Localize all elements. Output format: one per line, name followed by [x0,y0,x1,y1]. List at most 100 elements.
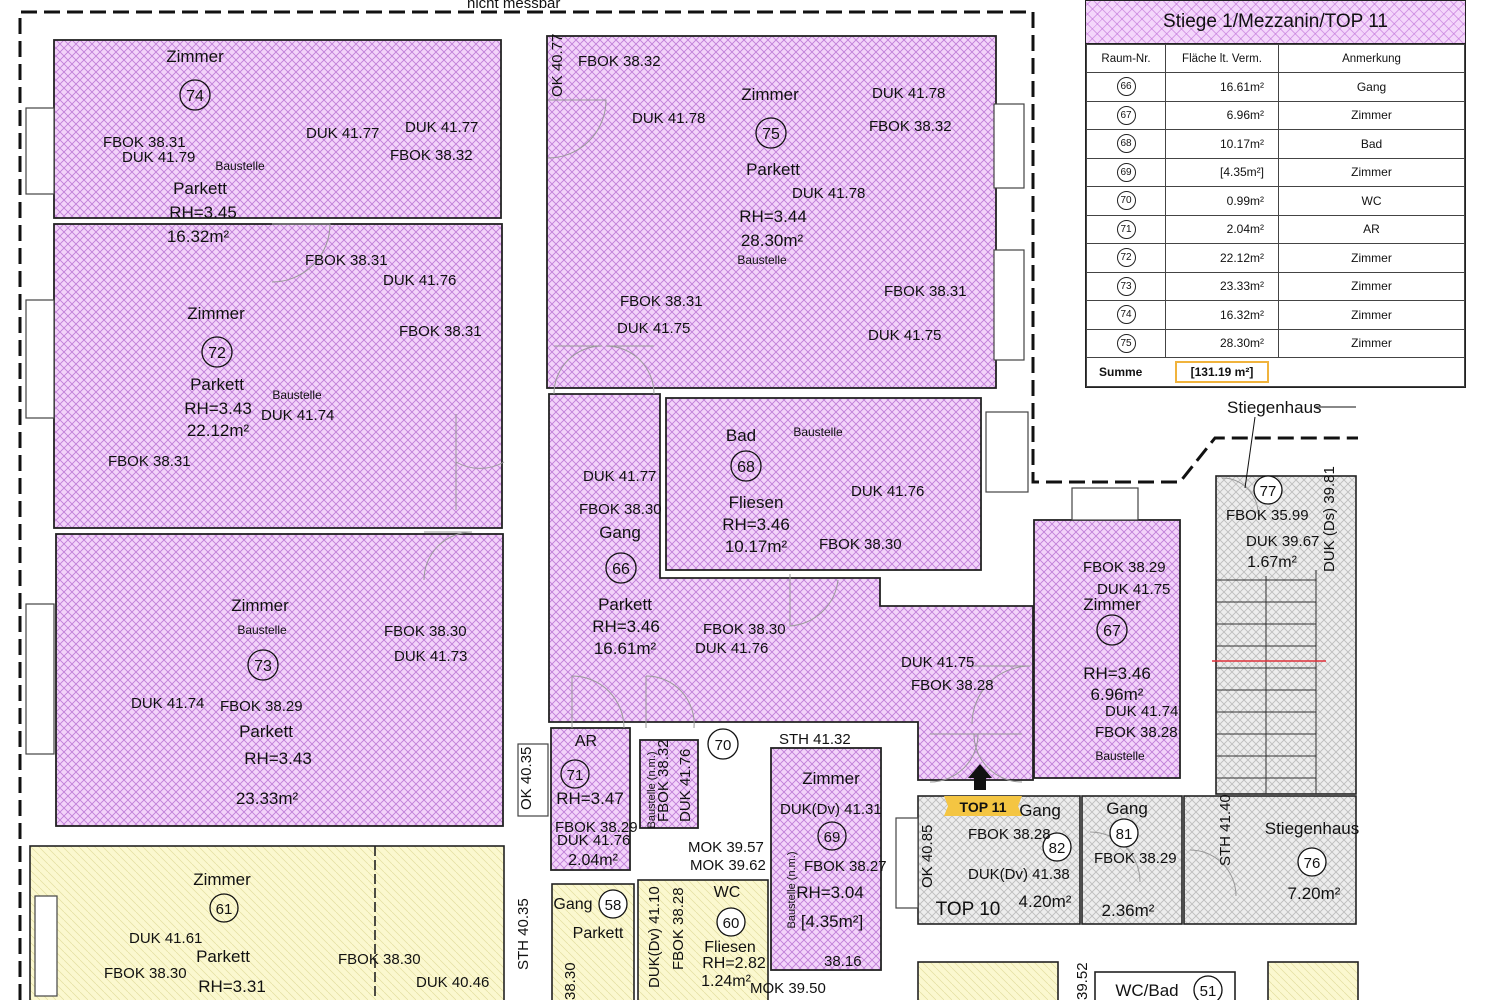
svg-text:Gang: Gang [1019,801,1061,820]
svg-text:2.04m²: 2.04m² [568,852,618,869]
room-68 [665,397,982,571]
svg-text:RH=3.43: RH=3.43 [184,399,252,418]
legend-sum-label: Summe [1086,357,1166,387]
svg-text:MOK 39.57: MOK 39.57 [688,839,764,856]
svg-text:FBOK 38.32: FBOK 38.32 [869,118,952,135]
legend-row: 69[4.35m²]Zimmer [1086,157,1465,187]
svg-text:28.30m²: 28.30m² [741,231,804,250]
svg-text:Gang: Gang [553,896,592,913]
legend-room-note: Zimmer [1278,328,1465,358]
svg-text:Zimmer: Zimmer [741,85,799,104]
room-75 [546,35,997,389]
svg-text:Fliesen: Fliesen [729,493,784,512]
svg-text:FBOK 38.27: FBOK 38.27 [804,858,887,875]
svg-text:DUK 41.76: DUK 41.76 [557,832,630,849]
level-markers: FBOK 38.32 DUK 41.78 DUK 41.78 FBOK 38.3… [103,34,1338,1000]
svg-text:DUK 41.76: DUK 41.76 [383,272,456,289]
svg-text:DUK 41.74: DUK 41.74 [261,407,334,424]
room-76 [1183,795,1357,925]
room-legend: Stiege 1/Mezzanin/TOP 11 Raum-Nr. Fläche… [1085,0,1466,388]
legend-room-area: 16.32m² [1165,300,1279,330]
svg-text:FBOK 38.31: FBOK 38.31 [620,293,703,310]
legend-room-area: 22.12m² [1165,243,1279,273]
svg-text:STH 41.40: STH 41.40 [1217,794,1234,866]
svg-text:69: 69 [824,829,841,846]
svg-text:WC: WC [714,884,741,901]
svg-text:FBOK 38.28: FBOK 38.28 [911,677,994,694]
svg-text:Zimmer: Zimmer [231,596,289,615]
legend-col-note: Anmerkung [1278,44,1465,73]
svg-text:FBOK 38.30: FBOK 38.30 [579,501,662,518]
svg-text:DUK 41.77: DUK 41.77 [405,119,478,136]
svg-text:6.96m²: 6.96m² [1091,685,1144,704]
svg-text:DUK 41.61: DUK 41.61 [129,930,202,947]
svg-text:DUK 41.74: DUK 41.74 [131,695,204,712]
legend-room-num: 70 [1116,191,1136,211]
svg-text:FBOK 38.28: FBOK 38.28 [968,826,1051,843]
svg-text:DUK 41.76: DUK 41.76 [695,640,768,657]
svg-text:DUK(Dv) 41.10: DUK(Dv) 41.10 [646,886,663,988]
door-swings [271,99,1259,897]
svg-text:72: 72 [208,345,226,362]
svg-text:DUK 41.75: DUK 41.75 [617,320,690,337]
staircase [1212,570,1326,794]
room-73 [55,533,504,827]
svg-text:FBOK 38.31: FBOK 38.31 [399,323,482,340]
svg-text:DUK 41.76: DUK 41.76 [851,483,924,500]
svg-text:OK 40.77: OK 40.77 [549,34,566,97]
svg-text:FBOK 38.30: FBOK 38.30 [104,965,187,982]
svg-text:61: 61 [216,901,233,918]
svg-text:TOP 10: TOP 10 [936,899,1001,920]
svg-text:RH=3.47: RH=3.47 [556,789,624,808]
svg-text:FBOK 38.32: FBOK 38.32 [578,53,661,70]
svg-text:Fliesen: Fliesen [704,939,756,956]
svg-text:DUK 41.79: DUK 41.79 [122,149,195,166]
svg-text:DUK 41.74: DUK 41.74 [1105,703,1178,720]
svg-text:Baustelle: Baustelle [272,388,322,402]
legend-room-num: 67 [1116,105,1136,125]
legend-sum-value: [131.19 m²] [1174,360,1270,383]
svg-text:FBOK 38.31: FBOK 38.31 [103,134,186,151]
svg-text:TOP 11: TOP 11 [960,799,1007,815]
svg-text:RH=3.43: RH=3.43 [244,749,312,768]
svg-text:RH=2.82: RH=2.82 [702,955,766,972]
svg-text:58: 58 [605,897,622,914]
svg-text:Baustelle: Baustelle [237,623,287,637]
svg-text:75: 75 [762,126,780,143]
svg-text:OK 40.85: OK 40.85 [919,825,936,888]
other-rooms [917,475,1357,925]
svg-text:RH=3.44: RH=3.44 [739,207,807,226]
legend-room-note: AR [1278,214,1465,244]
svg-text:FBOK 38.32: FBOK 38.32 [390,147,473,164]
svg-text:FBOK 38.31: FBOK 38.31 [108,453,191,470]
legend-room-area: 2.04m² [1165,214,1279,244]
svg-text:FBOK 38.31: FBOK 38.31 [884,283,967,300]
svg-text:STH 41.32: STH 41.32 [779,731,851,748]
svg-text:RH=3.46: RH=3.46 [1083,664,1151,683]
svg-text:FBOK 38.28: FBOK 38.28 [670,887,687,970]
top11-rooms [53,35,1181,971]
building-boundary [18,10,1358,1000]
svg-text:DUK 41.77: DUK 41.77 [306,125,379,142]
svg-text:38.30: 38.30 [562,962,579,1000]
svg-text:OK 40.35: OK 40.35 [518,747,535,810]
room-69 [770,747,882,971]
legend-title: Stiege 1/Mezzanin/TOP 11 [1086,1,1465,44]
svg-text:7.20m²: 7.20m² [1288,884,1341,903]
legend-room-num: 73 [1116,276,1136,296]
wall-openings [25,103,1139,997]
svg-text:DUK (Ds) 39.81: DUK (Ds) 39.81 [1321,466,1338,572]
svg-text:1.67m²: 1.67m² [1247,554,1297,571]
svg-text:AR: AR [575,733,597,750]
svg-text:16.32m²: 16.32m² [167,227,230,246]
svg-text:Zimmer: Zimmer [166,47,224,66]
svg-text:STH 40.35: STH 40.35 [515,898,532,970]
legend-room-area: 23.33m² [1165,271,1279,301]
room-74 [53,39,502,219]
legend-col-area: Fläche lt. Verm. [1165,44,1279,73]
